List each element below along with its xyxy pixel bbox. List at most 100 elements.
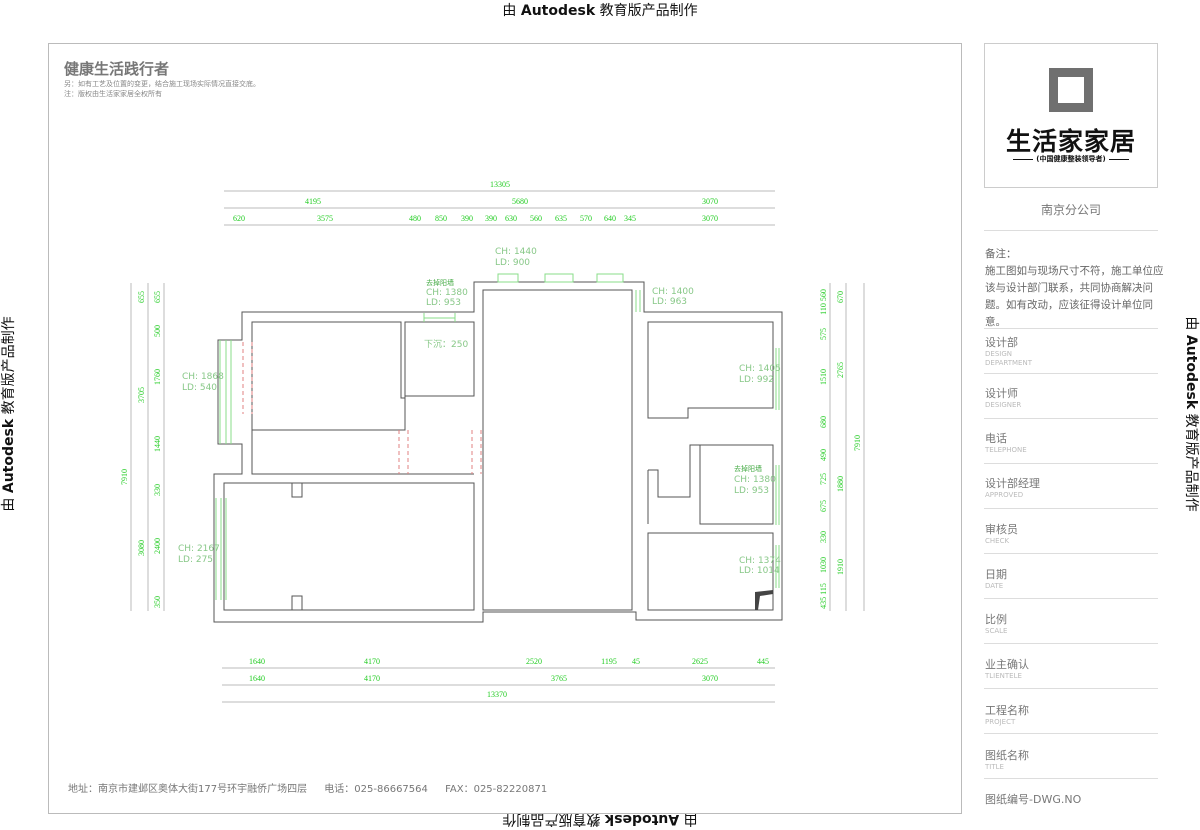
window-ch: CH: 1374 <box>739 556 781 566</box>
dim-right-detail: 575 <box>819 328 828 340</box>
divider <box>984 463 1158 464</box>
dim-left-mid: 655 <box>137 291 146 303</box>
dim-top-mid: 5680 <box>512 197 528 206</box>
dim-left-detail: 1440 <box>153 436 162 452</box>
dim-top-detail: 390 <box>485 214 497 223</box>
window-ch: CH: 1440 <box>495 247 537 257</box>
logo-name: 生活家家居 <box>1005 127 1136 156</box>
sunken-floor-label: 下沉：250 <box>424 339 468 350</box>
dim-top-detail: 480 <box>409 214 421 223</box>
dim-left-total: 7910 <box>120 469 129 485</box>
divider <box>984 230 1158 231</box>
footer-phone: 电话：025-86667564 <box>324 784 428 795</box>
demolish-note: 去掉阳墙 <box>426 278 454 287</box>
window-ld: LD: 1014 <box>739 566 780 576</box>
dim-right-detail: 725 <box>819 473 828 485</box>
company-logo: 生活家家居 (中国健康整装领导者) <box>984 43 1158 188</box>
dim-left-detail: 2400 <box>153 538 162 554</box>
dim-top-detail: 570 <box>580 214 592 223</box>
window-ch: CH: 1380 <box>734 475 776 485</box>
logo-square-icon <box>1049 68 1093 112</box>
dim-right-mid: 1910 <box>836 559 845 575</box>
dim-right-detail: 490 <box>819 449 828 461</box>
footer-address: 地址：南京市建邺区奥体大街177号环宇融侨广场四层 <box>68 784 308 795</box>
dim-right-detail: 680 <box>819 416 828 428</box>
dim-right-detail: 435 115 <box>819 583 828 609</box>
dim-top-detail: 620 <box>233 214 245 223</box>
dim-left-detail: 1760 <box>153 369 162 385</box>
header-note-1: 另：如有工艺及位置的变更，结合施工现场实际情况直接交底。 <box>64 80 260 88</box>
divider <box>984 508 1158 509</box>
dim-bottom-detail: 1195 <box>601 657 617 666</box>
dim-top-detail: 3575 <box>317 214 333 223</box>
remarks-title: 备注： <box>985 248 1017 260</box>
footer-contact: 地址：南京市建邺区奥体大街177号环宇融侨广场四层 电话：025-8666756… <box>68 780 561 795</box>
windows <box>215 273 780 600</box>
dim-left-detail: 655 <box>153 291 162 303</box>
window-ch: CH: 1400 <box>652 287 694 297</box>
window-ch: CH: 1868 <box>182 372 224 382</box>
window-labels: CH: 1868 LD: 540 CH: 2167 LD: 275 CH: 14… <box>178 247 781 576</box>
dim-bottom-total: 13370 <box>487 690 507 699</box>
window-ch: CH: 1405 <box>739 364 781 374</box>
divider <box>984 328 1158 329</box>
field-drawing-number: 图纸编号-DWG.NO <box>985 793 1082 806</box>
dim-top-mid: 3070 <box>702 197 718 206</box>
dim-bottom-mid: 3765 <box>551 674 567 683</box>
dim-left-mid: 3080 <box>137 540 146 556</box>
remarks: 备注： 施工图如与现场尺寸不符，施工单位应该与设计部门联系，共同协商解决问题。如… <box>985 246 1165 331</box>
dim-left-detail: 500 <box>153 325 162 337</box>
dim-top-detail: 640 <box>604 214 616 223</box>
dim-bottom-mid: 3070 <box>702 674 718 683</box>
dimension-texts: 13305 4195 5680 3070 620 3575 480 850 39… <box>120 180 862 699</box>
dim-bottom-detail: 2520 <box>526 657 542 666</box>
dim-top-mid: 4195 <box>305 197 321 206</box>
demolish-lines <box>242 342 482 474</box>
remarks-body: 施工图如与现场尺寸不符，施工单位应该与设计部门联系，共同协商解决问题。如有改动，… <box>985 265 1164 328</box>
dim-right-detail: 110 560 <box>819 289 828 315</box>
dim-right-mid: 2765 <box>836 362 845 378</box>
divider <box>984 688 1158 689</box>
dim-top-detail: 560 <box>530 214 542 223</box>
dim-top-total: 13305 <box>490 180 510 189</box>
divider <box>984 733 1158 734</box>
window-ch: CH: 2167 <box>178 544 220 554</box>
window-ld: LD: 900 <box>495 258 530 268</box>
dim-bottom-detail: 445 <box>757 657 769 666</box>
dimension-lines <box>130 190 865 703</box>
divider <box>984 418 1158 419</box>
dim-bottom-detail: 1640 <box>249 657 265 666</box>
window-ld: LD: 992 <box>739 375 774 385</box>
watermark-top: 由 Autodesk 教育版产品制作 <box>502 3 698 19</box>
drawing-frame <box>48 43 962 814</box>
dim-top-detail: 635 <box>555 214 567 223</box>
divider <box>984 373 1158 374</box>
window-ld: LD: 963 <box>652 297 687 307</box>
window-ld: LD: 540 <box>182 383 217 393</box>
dim-top-detail: 630 <box>505 214 517 223</box>
dim-right-mid: 670 <box>836 291 845 303</box>
window-ld: LD: 275 <box>178 555 213 565</box>
dim-right-total: 7910 <box>853 435 862 451</box>
header-title: 健康生活践行者 <box>64 60 170 78</box>
dim-bottom-detail: 2625 <box>692 657 708 666</box>
dim-left-detail: 330 <box>153 484 162 496</box>
dim-right-mid: 1880 <box>836 476 845 492</box>
dim-right-detail: 675 <box>819 500 828 512</box>
dim-bottom-detail: 4170 <box>364 657 380 666</box>
dim-top-detail: 3070 <box>702 214 718 223</box>
window-ld: LD: 953 <box>426 298 461 308</box>
dim-left-mid: 3705 <box>137 387 146 403</box>
dim-top-detail: 390 <box>461 214 473 223</box>
footer-fax: FAX：025-82220871 <box>445 784 548 795</box>
divider <box>984 643 1158 644</box>
dim-right-detail: 1030 <box>819 557 828 573</box>
